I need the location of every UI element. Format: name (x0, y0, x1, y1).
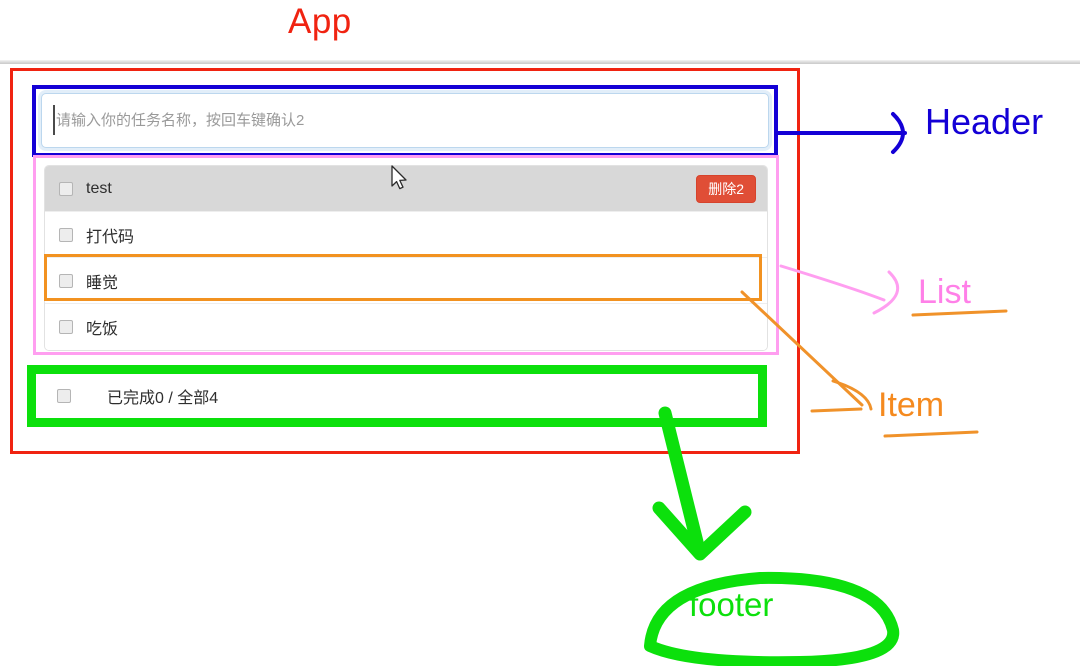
delete-button[interactable]: 删除2 (696, 175, 756, 203)
browser-chrome-separator (0, 60, 1080, 64)
checkbox-icon[interactable] (59, 273, 73, 288)
select-all-checkbox-icon[interactable] (57, 389, 71, 403)
text-caret (53, 105, 55, 135)
list-item-label: 吃饭 (86, 321, 119, 338)
task-name-input[interactable] (41, 93, 769, 148)
annotation-label-header: Header (925, 101, 1044, 142)
list-item-label: 打代码 (86, 228, 135, 246)
web-page: test 删除2 打代码 睡觉 吃饭 已完成0 / 全部4 (0, 64, 1080, 666)
annotation-box-app (10, 68, 800, 454)
annotation-label-item: Item (878, 386, 945, 424)
checkbox-icon[interactable] (59, 320, 73, 334)
footer-status-text: 已完成0 / 全部4 (107, 390, 219, 407)
todo-list: test 删除2 打代码 睡觉 吃饭 (44, 165, 768, 351)
list-item[interactable]: 睡觉 (45, 258, 767, 304)
list-item[interactable]: 打代码 (45, 212, 767, 258)
list-item[interactable]: 吃饭 (45, 304, 767, 350)
checkbox-icon[interactable] (59, 227, 73, 242)
annotation-label-app: App (288, 2, 352, 41)
todo-footer: 已完成0 / 全部4 (45, 377, 749, 415)
list-item[interactable]: test 删除2 (45, 166, 767, 212)
checkbox-icon[interactable] (59, 181, 73, 196)
annotation-label-footer: footer (689, 586, 774, 623)
annotation-label-list: List (918, 273, 971, 311)
list-item-label: 睡觉 (86, 274, 119, 292)
list-item-label: test (86, 179, 112, 197)
